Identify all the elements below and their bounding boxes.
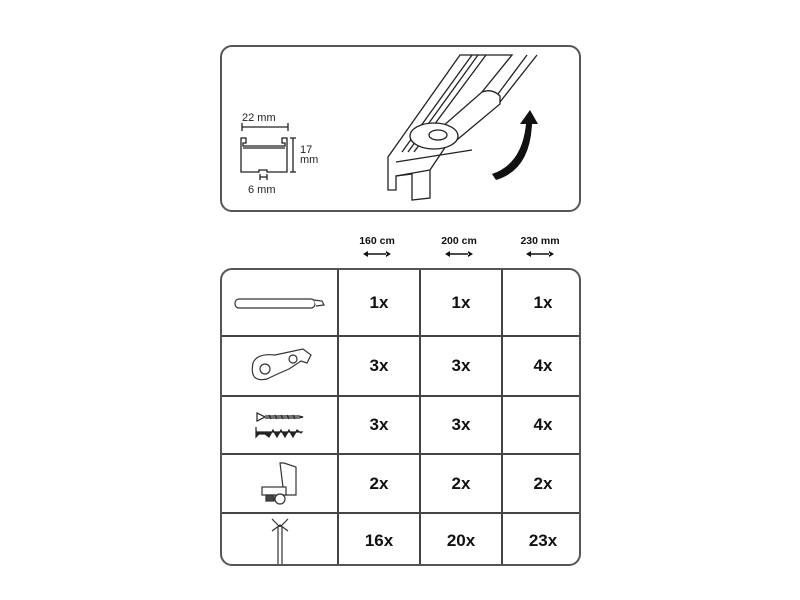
count-cell: 2x (501, 455, 579, 512)
count-cell: 2x (337, 455, 419, 512)
rail-cross-section-icon (240, 123, 296, 180)
rail-perspective-illustration (387, 54, 538, 201)
count-cell: 1x (501, 270, 579, 335)
count-cell: 16x (337, 514, 419, 564)
column-header-230: 230 mm (499, 235, 581, 257)
count-cell: 1x (419, 270, 501, 335)
column-label: 160 cm (359, 235, 395, 247)
glider-hook-icon (222, 514, 337, 564)
rail-profile-panel: 22 mm 17 mm 6 mm (220, 45, 581, 212)
double-arrow-icon (445, 251, 473, 257)
table-row: 1x 1x 1x (222, 270, 579, 335)
column-header-200: 200 cm (418, 235, 500, 257)
column-header-160: 160 cm (336, 235, 418, 257)
profile-gap-label: 6 mm (248, 184, 276, 196)
count-cell: 3x (337, 397, 419, 453)
end-stop-icon (222, 455, 337, 512)
count-cell: 4x (501, 337, 579, 395)
count-cell: 1x (337, 270, 419, 335)
table-row: 16x 20x 23x (222, 512, 579, 564)
contents-table: 1x 1x 1x 3x 3x 4x 3x 3x 4x 2x 2x 2x 16x … (220, 268, 581, 566)
profile-height-label: 17 (300, 144, 313, 156)
bracket-clip-icon (222, 337, 337, 395)
count-cell: 4x (501, 397, 579, 453)
count-cell: 3x (419, 337, 501, 395)
screw-and-plug-icon (222, 397, 337, 453)
rotate-arrow-icon (492, 110, 538, 180)
double-arrow-icon (363, 251, 391, 257)
table-row: 2x 2x 2x (222, 453, 579, 512)
count-cell: 3x (337, 337, 419, 395)
profile-width-label: 22 mm (242, 112, 276, 124)
double-arrow-icon (526, 251, 554, 257)
count-cell: 20x (419, 514, 501, 564)
table-row: 3x 3x 4x (222, 395, 579, 453)
column-label: 230 mm (520, 235, 560, 247)
column-label: 200 cm (441, 235, 477, 247)
rail-connector-icon (222, 270, 337, 335)
count-cell: 23x (501, 514, 579, 564)
count-cell: 2x (419, 455, 501, 512)
table-row: 3x 3x 4x (222, 335, 579, 395)
profile-height-unit: mm (300, 154, 319, 166)
count-cell: 3x (419, 397, 501, 453)
